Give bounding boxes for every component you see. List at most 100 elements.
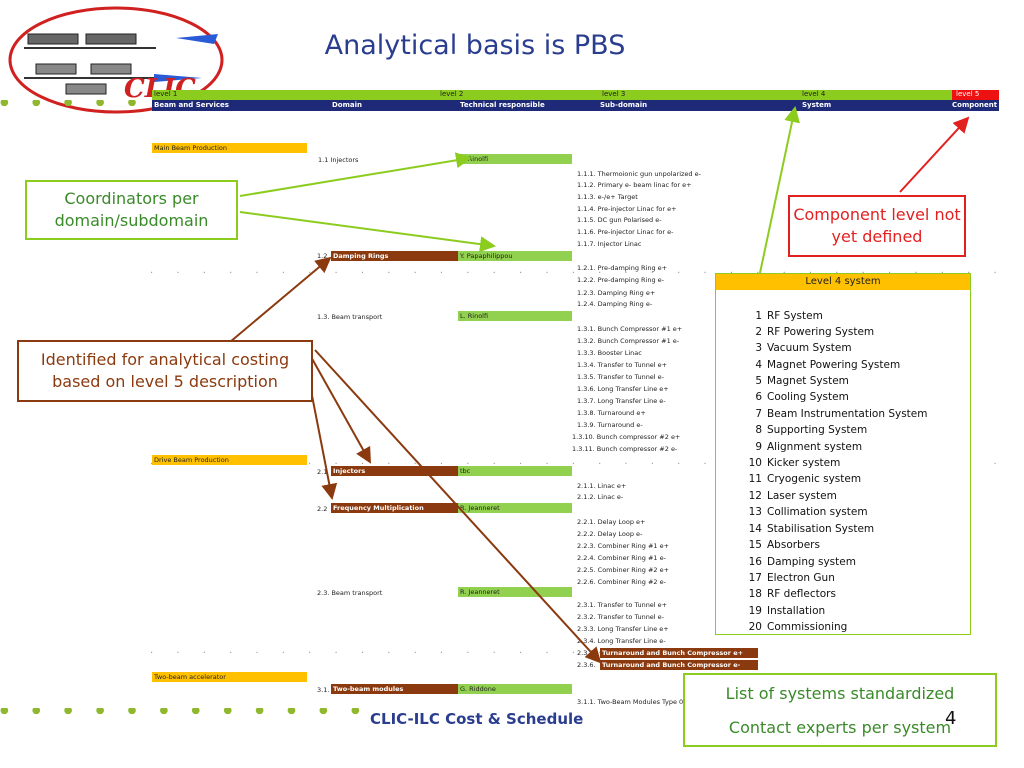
system-label: Stabilisation System [767, 523, 875, 535]
system-label: Damping system [767, 556, 856, 568]
system-item: 14 Stabilisation System [746, 522, 875, 536]
level-5-label: level 5 [956, 90, 980, 98]
system-item: 10 Kicker system [746, 456, 841, 470]
system-label: Absorbers [767, 539, 820, 551]
subdomain: 1.1.3. e-/e+ Target [577, 193, 638, 201]
level4-heading: Level 4 system [716, 274, 970, 290]
domain-2-1: Injectors [331, 466, 458, 476]
main-beam-bar: Main Beam Production [152, 143, 307, 153]
domain-1-2-num: 1.2 [317, 252, 328, 260]
system-number: 6 [755, 391, 762, 403]
system-number: 14 [748, 523, 762, 535]
col-domain: Domain [332, 101, 363, 109]
system-number: 18 [748, 588, 762, 600]
system-label: Cryogenic system [767, 473, 862, 485]
subdomain: 1.1.1. Thermoionic gun unpolarized e- [577, 170, 701, 178]
level-4-label: level 4 [802, 90, 826, 98]
component-level-callout: Component level not yet defined [788, 195, 966, 257]
subdomain: 2.2.3. Combiner Ring #1 e+ [577, 542, 670, 550]
system-number: 20 [748, 621, 762, 633]
subdomain: 3.1.1. Two-Beam Modules Type 0 e+ [577, 698, 695, 706]
identified-text: Identified for analytical costing based … [40, 350, 290, 391]
subdomain: 1.3.3. Booster Linac [577, 349, 642, 357]
page-number: 4 [945, 708, 957, 729]
col-beam-services: Beam and Services [154, 101, 229, 109]
subdomain: 2.3.4. Long Transfer Line e- [577, 637, 666, 645]
subdomain: 1.3.2. Bunch Compressor #1 e- [577, 337, 680, 345]
col-system: System [802, 101, 832, 109]
systems-callout: List of systems standardized Contact exp… [683, 673, 997, 747]
system-item: 20 Commissioning [746, 620, 848, 634]
domain-3-1: Two-beam modules [331, 684, 458, 694]
contact-experts-text: Contact experts per system [728, 718, 952, 737]
system-number: 4 [755, 359, 762, 371]
subdomain: 1.3.10. Bunch compressor #2 e+ [572, 433, 681, 441]
dotted-divider: · · · · · · · · · · · · · · · · · · · · … [150, 462, 1020, 468]
highlighted-subdomain: Turnaround and Bunch Compressor e+ [600, 648, 758, 658]
level-2-label: level 2 [440, 90, 464, 98]
system-number: 10 [748, 457, 762, 469]
system-number: 3 [755, 342, 762, 354]
subdomain: 1.2.1. Pre-damping Ring e+ [577, 264, 668, 272]
column-header-row: Beam and Services Domain Technical respo… [152, 100, 999, 111]
system-item: 12 Laser system [746, 489, 837, 503]
subdomain: 1.3.6. Long Transfer Line e+ [577, 385, 669, 393]
domain-1-2: Damping Rings [331, 251, 458, 261]
subdomain: 1.1.6. Pre-injector Linac for e- [577, 228, 674, 236]
system-item: 18 RF deflectors [746, 587, 836, 601]
subdomain: 1.3.11. Bunch compressor #2 e- [572, 445, 678, 453]
subdomain: 2.2.6. Combiner Ring #2 e- [577, 578, 666, 586]
coordinators-callout: Coordinators per domain/subdomain [25, 180, 238, 240]
subdomain: 2.1.2. Linac e- [577, 493, 624, 501]
system-number: 8 [755, 424, 762, 436]
system-label: Commissioning [767, 621, 848, 633]
domain-2-2: Frequency Multiplication [331, 503, 458, 513]
system-label: Cooling System [767, 391, 849, 403]
subdomain: 2.2.2. Delay Loop e- [577, 530, 643, 538]
dotted-divider: · · · · · · · · · · · · · · · · · · · · … [150, 271, 1020, 277]
system-number: 7 [755, 408, 762, 420]
subdomain: 1.3.8. Turnaround e+ [577, 409, 646, 417]
resp-2-2: R. Jeanneret [458, 503, 572, 513]
subdomain: 1.3.4. Transfer to Tunnel e+ [577, 361, 668, 369]
system-label: Beam Instrumentation System [767, 408, 928, 420]
domain-3-1-num: 3.1. [317, 686, 330, 694]
system-label: Laser system [767, 490, 837, 502]
system-label: RF deflectors [767, 588, 836, 600]
col-sub-domain: Sub-domain [600, 101, 648, 109]
system-label: Kicker system [767, 457, 841, 469]
subdomain: 2.2.5. Combiner Ring #2 e+ [577, 566, 670, 574]
system-number: 2 [755, 326, 762, 338]
subdomain: 1.3.5. Transfer to Tunnel e- [577, 373, 665, 381]
highlighted-subdomain: Turnaround and Bunch Compressor e- [600, 660, 758, 670]
domain-1-1: 1.1 Injectors [318, 156, 359, 164]
system-number: 12 [748, 490, 762, 502]
coordinators-text: Coordinators per domain/subdomain [54, 189, 209, 230]
system-label: Alignment system [767, 441, 863, 453]
two-beam-bar: Two-beam accelerator [152, 672, 307, 682]
resp-3-1: G. Riddone [458, 684, 572, 694]
system-label: RF System [767, 310, 823, 322]
system-number: 13 [748, 506, 762, 518]
system-number: 17 [748, 572, 762, 584]
resp-2-1: tbc [458, 466, 572, 476]
system-label: Vacuum System [767, 342, 852, 354]
subdomain: 2.3.3. Long Transfer Line e+ [577, 625, 669, 633]
system-number: 19 [748, 605, 762, 617]
col-component: Component [952, 101, 998, 109]
domain-2-3: 2.3. Beam transport [317, 589, 383, 597]
drive-beam-bar: Drive Beam Production [152, 455, 307, 465]
subdomain: 1.2.3. Damping Ring e+ [577, 289, 656, 297]
subdomain: 2.3.6. [577, 661, 596, 669]
resp-1-3: L. Rinolfi [458, 311, 572, 321]
